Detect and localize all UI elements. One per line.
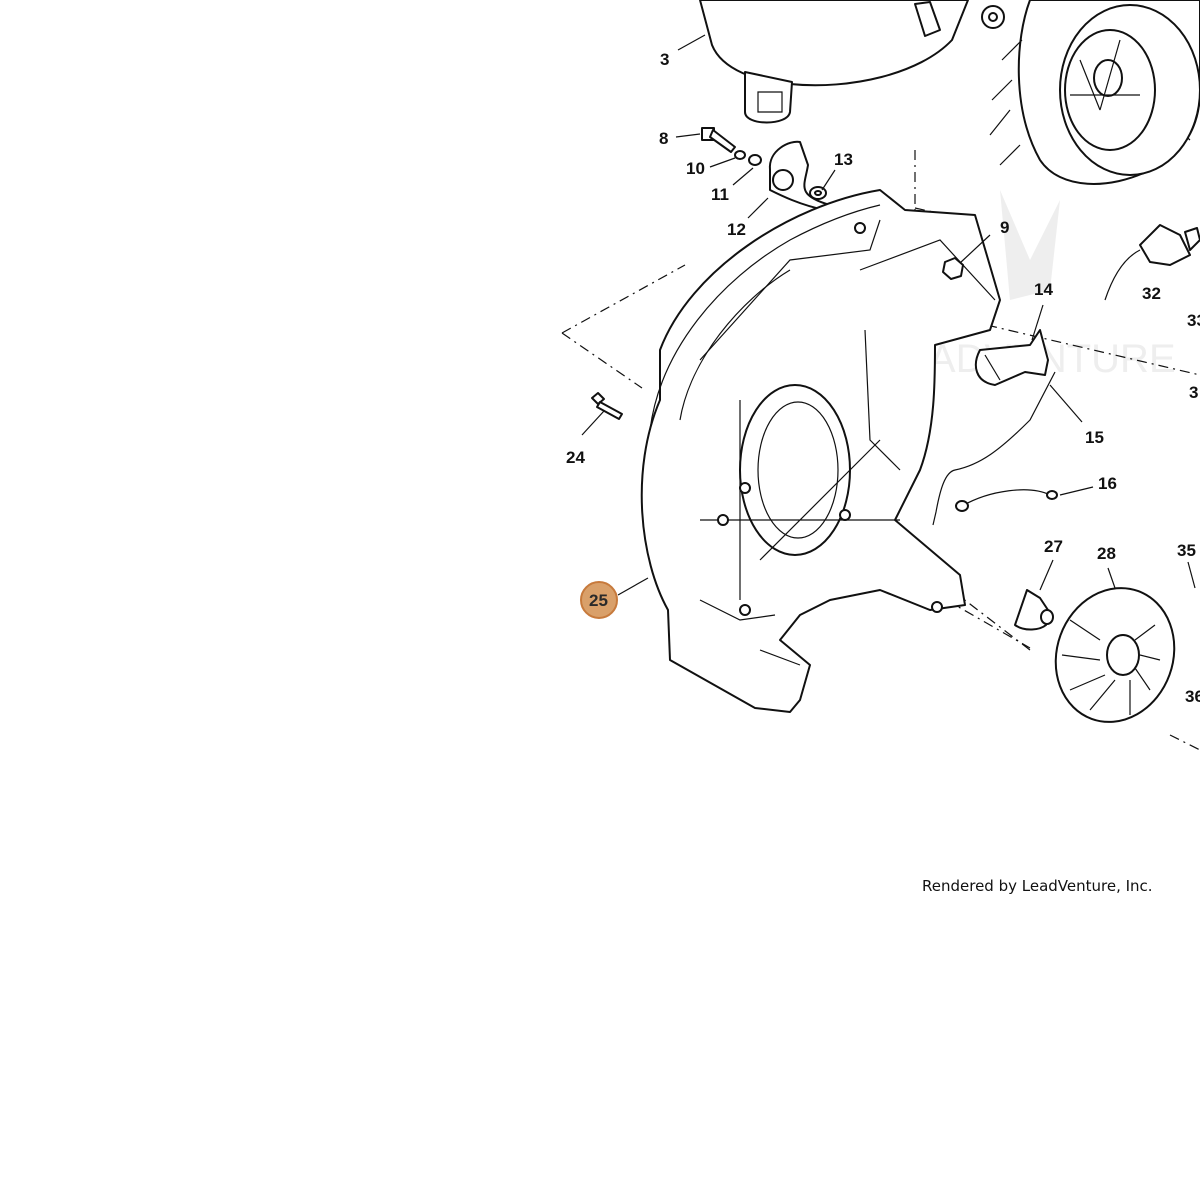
callout-34[interactable]: 3: [1189, 383, 1198, 402]
callouts: 3 8 9 10 11 12 13 14 15 16 24 25 27 28 3…: [566, 50, 1200, 706]
part-10-washer: [734, 150, 746, 160]
part-24-bolt: [591, 392, 623, 420]
leader-lines: [581, 34, 1196, 596]
part-11-washer: [748, 154, 762, 166]
callout-36[interactable]: 36: [1185, 687, 1200, 706]
part-27-cone: [1014, 589, 1054, 631]
callout-10[interactable]: 10: [686, 159, 705, 178]
part-25-blower-housing: [640, 189, 1001, 713]
callout-27[interactable]: 27: [1044, 537, 1063, 556]
render-credit: Rendered by LeadVenture, Inc.: [922, 877, 1153, 895]
washer-top: [981, 5, 1005, 29]
part-13-washer: [809, 186, 827, 200]
callout-15[interactable]: 15: [1085, 428, 1104, 447]
callout-28[interactable]: 28: [1097, 544, 1116, 563]
part-14-throttle-trigger: [974, 329, 1049, 386]
callout-35[interactable]: 35: [1177, 541, 1196, 560]
callout-14[interactable]: 14: [1034, 280, 1053, 299]
callout-9[interactable]: 9: [1000, 218, 1009, 237]
callout-8[interactable]: 8: [659, 129, 668, 148]
callout-11[interactable]: 11: [711, 185, 729, 204]
callout-25-highlighted[interactable]: 25: [580, 581, 618, 619]
callout-33[interactable]: 33: [1187, 311, 1200, 330]
highlight-badge: [580, 581, 618, 619]
callout-3[interactable]: 3: [660, 50, 669, 69]
part-12-throttle-cam: [768, 140, 831, 211]
part-15-throttle-rod: [932, 371, 1056, 526]
part-16-cable: [955, 489, 1058, 512]
callout-16[interactable]: 16: [1098, 474, 1117, 493]
part-9-nut: [942, 257, 964, 280]
callout-25[interactable]: 25: [589, 591, 608, 610]
part-3-volute-cover: [699, 0, 969, 124]
callout-13[interactable]: 13: [834, 150, 853, 169]
callout-32[interactable]: 32: [1142, 284, 1161, 303]
part-32-spark-plug-boot: [1104, 224, 1200, 301]
callout-12[interactable]: 12: [727, 220, 746, 239]
part-8-screw: [701, 127, 736, 153]
part-fan-impeller: [989, 0, 1200, 185]
part-28-small-fan: [1054, 587, 1176, 723]
callout-24[interactable]: 24: [566, 448, 585, 467]
